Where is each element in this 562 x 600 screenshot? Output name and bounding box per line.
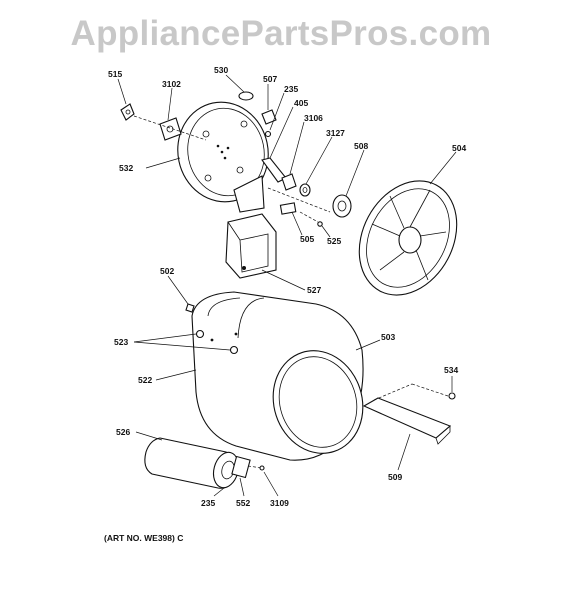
washer-3127 (299, 183, 311, 197)
screw-534 (448, 392, 456, 400)
label-523: 523 (114, 337, 128, 347)
dryer-drum-503 (191, 291, 364, 461)
drum-support-wheel-504 (358, 180, 458, 296)
roller-507 (261, 109, 277, 125)
motor-assembly-526 (144, 437, 265, 489)
label-502: 502 (160, 266, 174, 276)
label-515: 515 (108, 69, 122, 79)
label-509: 509 (388, 472, 402, 482)
screw-235-top (264, 130, 272, 138)
label-522: 522 (138, 375, 152, 385)
label-525: 525 (327, 236, 341, 246)
watermark-logo-text: AppliancePartsPros.com (70, 14, 492, 53)
label-235-top: 235 (284, 84, 298, 94)
label-3127: 3127 (326, 128, 345, 138)
label-530: 530 (214, 65, 228, 75)
clip-530 (238, 91, 254, 101)
label-526: 526 (116, 427, 130, 437)
label-552: 552 (236, 498, 250, 508)
label-507: 507 (263, 74, 277, 84)
rear-bulkhead (177, 101, 269, 213)
label-527: 527 (307, 285, 321, 295)
label-504: 504 (452, 143, 466, 153)
label-508: 508 (354, 141, 368, 151)
label-3109: 3109 (270, 498, 289, 508)
label-534: 534 (444, 365, 458, 375)
label-3106: 3106 (304, 113, 323, 123)
block-505 (279, 202, 297, 215)
bushing-3106 (281, 173, 297, 191)
mounting-bracket-527 (225, 213, 277, 279)
label-405: 405 (294, 98, 308, 108)
drum-baffle-509 (362, 397, 452, 445)
bearing-plate-3102 (159, 117, 182, 141)
label-505: 505 (300, 234, 314, 244)
label-503: 503 (381, 332, 395, 342)
leader-lines (117, 74, 457, 497)
bracket-515 (120, 103, 135, 121)
part-labels: 515 3102 530 507 235 405 3106 3127 508 5… (108, 65, 466, 508)
pulley-508 (332, 194, 352, 218)
label-235-bottom: 235 (201, 498, 215, 508)
art-number-note: (ART NO. WE398) C (104, 533, 184, 543)
label-532: 532 (119, 163, 133, 173)
screw-525 (317, 221, 323, 227)
label-3102: 3102 (162, 79, 181, 89)
screw-502 (185, 303, 195, 313)
